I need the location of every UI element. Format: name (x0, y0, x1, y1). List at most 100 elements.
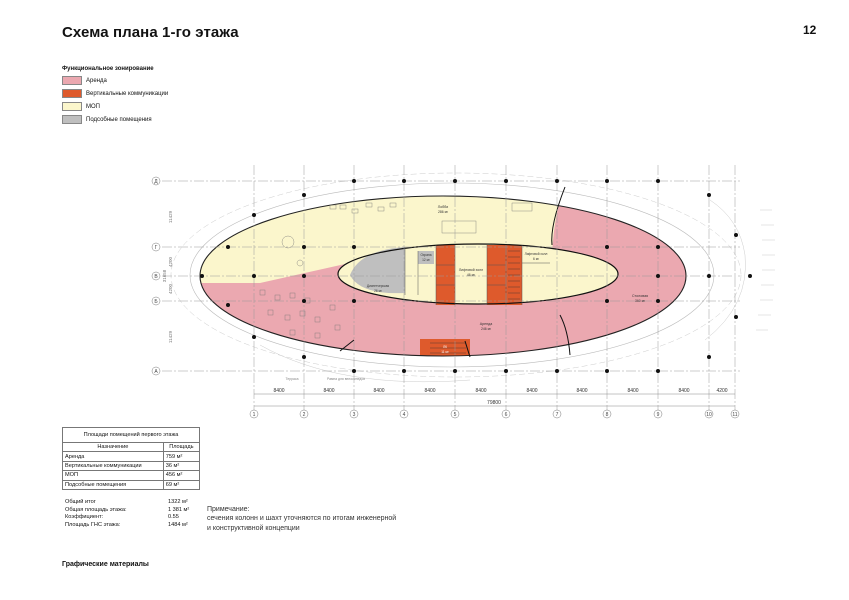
zoning-legend: Функциональное зонирование Аренда Вертик… (62, 66, 168, 128)
area-name: Подсобные помещения (62, 479, 164, 490)
legend-title: Функциональное зонирование (62, 66, 154, 72)
total-value: 0.55 (168, 514, 179, 521)
room-area: 12 м² (422, 258, 430, 262)
axis-label: 9 (657, 412, 660, 418)
area-table-caption: Площади помещений первого этажа (62, 427, 200, 443)
span-dim: 8400 (373, 388, 384, 394)
axis-label: 8 (606, 412, 609, 418)
room-name: Охрана (420, 253, 431, 257)
room-area: 246 м² (481, 327, 492, 331)
total-value: 1 381 м² (168, 506, 190, 513)
legend-label: Вертикальные коммуникации (86, 90, 169, 97)
area-totals: Общий итог 1322 м² Общая площадь этажа: … (65, 499, 189, 529)
area-value: 759 м² (162, 451, 201, 462)
room-name: ЛК (443, 345, 447, 349)
span-dim: 8400 (424, 388, 435, 394)
axis-label: 7 (556, 412, 559, 418)
row-grid-lines (162, 180, 740, 372)
staircase-south (420, 339, 470, 356)
total-name: Коэффициент: (65, 514, 104, 521)
legend-swatch-utility (62, 115, 82, 124)
span-dim: 8400 (576, 388, 587, 394)
outer-contour (189, 182, 715, 368)
room-area: 286 м² (438, 210, 449, 214)
total-name: Площадь ГНС этажа: (65, 521, 121, 528)
table-row: Аренда 759 м² (62, 451, 201, 462)
table-row: МОП 456 м² (62, 470, 201, 481)
room-name: Лифтовой холл (525, 252, 548, 256)
note-heading: Примечание: (207, 506, 250, 513)
area-name: Аренда (62, 451, 164, 462)
legend-item-vertical: Вертикальные коммуникации (62, 89, 168, 98)
span-dim: 8400 (273, 388, 284, 394)
core-outline (337, 243, 619, 305)
column-axis-markers: 1 2 3 4 5 6 7 8 9 10 11 (249, 409, 740, 419)
axis-label: Г (155, 245, 158, 251)
area-value: 456 м² (162, 470, 201, 481)
room-area: 46 м² (467, 273, 476, 277)
legend-swatch-common (62, 102, 82, 111)
legend-item-common: МОП (62, 102, 168, 111)
span-dim: 8400 (323, 388, 334, 394)
axis-label: Б (154, 299, 158, 305)
room-name: Диспетчерская (367, 284, 389, 288)
side-dimensions: 11429 4200 4200 11429 31658 (162, 210, 173, 343)
legend-label: Аренда (86, 77, 107, 84)
total-value: 1322 м² (168, 499, 188, 505)
room-name: Аренда (480, 322, 492, 326)
total-name: Общая площадь этажа: (65, 506, 127, 513)
security-room (418, 251, 434, 264)
axis-label: 5 (454, 412, 457, 418)
side-dim: 4200 (168, 256, 173, 267)
total-row: Площадь ГНС этажа: 1484 м² (65, 522, 189, 530)
axis-label: В (154, 274, 158, 280)
axis-label: 4 (403, 412, 406, 418)
area-name: МОП (62, 470, 164, 481)
axis-label: 6 (505, 412, 508, 418)
bottom-dimension-line: 8400 8400 8400 8400 8400 8400 8400 8400 … (254, 388, 735, 407)
room-name: Столовая (632, 294, 648, 298)
total-row: Общий итог 1322 м² (65, 499, 189, 507)
structural-columns (200, 179, 752, 373)
total-row: Общая площадь этажа: 1 381 м² (65, 507, 189, 515)
terrace-label: Терраса (285, 377, 298, 381)
axis-label: 2 (303, 412, 306, 418)
lift-shaft-east (487, 245, 506, 305)
side-dim-total: 31658 (162, 269, 167, 282)
table-row: Вертикальные коммуникации 36 м² (62, 460, 201, 472)
floor-plan: Д Г В Б А 11429 4200 4200 11429 31658 84… (151, 165, 775, 419)
legend-item-rent: Аренда (62, 76, 168, 85)
room-area: 360 м² (635, 299, 646, 303)
note-line: сечения колонн и шахт уточняются по итог… (207, 515, 397, 523)
page-number: 12 (803, 23, 817, 37)
lift-shaft-west (436, 245, 455, 305)
room-name: Лобби (438, 205, 448, 209)
axis-label: 10 (706, 412, 712, 418)
legend-label: Подсобные помещения (86, 116, 152, 123)
utility-zone (350, 247, 405, 294)
stair-treads (430, 250, 520, 354)
path-curve (704, 199, 746, 341)
area-value: 36 м² (162, 460, 201, 472)
legend-label: МОП (86, 103, 100, 110)
axis-bubble (151, 296, 161, 306)
bike-ramp-stripes (756, 209, 775, 331)
core-partitions (404, 245, 550, 305)
room-labels: Лобби 286 м² Аренда 246 м² Столовая 360 … (285, 205, 648, 381)
total-width-dim: 79800 (487, 400, 501, 406)
side-dim: 11429 (168, 330, 173, 343)
span-dim: 8400 (475, 388, 486, 394)
axis-label: 11 (732, 412, 737, 418)
total-row: Коэффициент: 0.55 (65, 514, 189, 522)
side-dim: 4200 (168, 283, 173, 294)
axis-bubble (151, 366, 161, 376)
note: Примечание: сечения колонн и шахт уточня… (207, 505, 396, 533)
legend-swatch-rent (62, 76, 82, 85)
legend-swatch-vertical (62, 89, 82, 98)
room-area: 26 м² (374, 289, 382, 293)
area-value: 69 м² (162, 479, 201, 490)
row-axis-markers: Д Г В Б А (151, 176, 161, 376)
area-table-header: Площадь (162, 441, 201, 453)
note-line: и конструктивной концепции (207, 524, 300, 532)
axis-bubble (151, 242, 161, 252)
